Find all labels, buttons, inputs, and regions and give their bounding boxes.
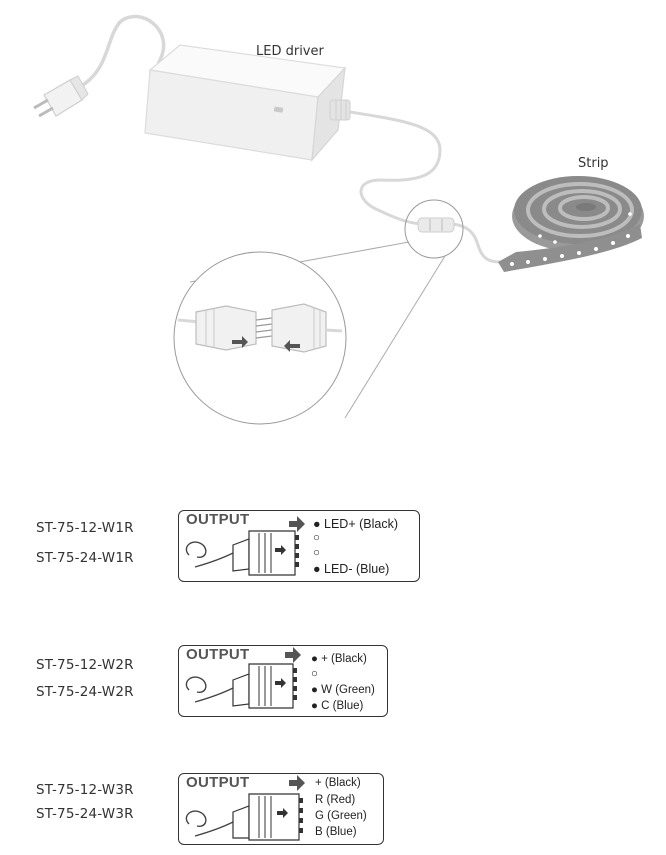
zoom-line-2 — [344, 255, 446, 419]
plug-icon — [33, 75, 89, 118]
zoom-source-circle — [404, 199, 464, 259]
pin-1: ● LED+ (Black) — [313, 517, 399, 531]
small-connector — [417, 217, 455, 233]
model-w3r-24: ST-75-24-W3R — [36, 806, 134, 822]
driver-label: LED driver — [256, 44, 324, 59]
pin-3: ○ — [313, 547, 320, 559]
led-strip-coil — [498, 176, 644, 272]
output-connector-icon — [185, 647, 301, 709]
pin-1: + (Black) — [315, 777, 361, 789]
pin-2: R (Red) — [315, 794, 356, 806]
pin-2: ○ — [313, 532, 320, 544]
model-w1r-24: ST-75-24-W1R — [36, 550, 134, 566]
model-w2r-12: ST-75-12-W2R — [36, 657, 134, 673]
zoomed-connector-right — [271, 303, 343, 353]
zoomed-connector-left — [177, 305, 257, 351]
pin-3: G (Green) — [315, 810, 367, 822]
output-connector-icon — [185, 775, 305, 841]
output-title: OUTPUT — [186, 774, 250, 791]
zoomed-pins — [255, 317, 273, 339]
strip-label: Strip — [578, 156, 609, 171]
model-w3r-12: ST-75-12-W3R — [36, 782, 134, 798]
model-w2r-24: ST-75-24-W2R — [36, 684, 134, 700]
output-box-w2r: OUTPUT ● + (Black) ○ ● W (Green) ● C (Bl… — [178, 645, 388, 717]
pin-4: ● LED- (Blue) — [313, 562, 390, 576]
pin-1: ● + (Black) — [311, 653, 367, 665]
led-driver — [144, 44, 351, 162]
output-title: OUTPUT — [186, 511, 250, 528]
output-title: OUTPUT — [186, 646, 250, 663]
wiring-illustration — [33, 14, 644, 425]
output-box-w3r: OUTPUT + (Black) R (Red) G (Green) B (Bl… — [178, 773, 384, 845]
pin-4: B (Blue) — [315, 826, 357, 838]
output-connector-icon — [185, 516, 305, 576]
dc-cable — [349, 110, 442, 226]
pin-2: ○ — [311, 668, 318, 680]
pin-4: ● C (Blue) — [311, 700, 364, 712]
strip-cable — [451, 222, 501, 264]
output-box-w1r: OUTPUT ● LED+ (Black) ○ ○ ● LED- (Blue) — [178, 510, 420, 582]
model-w1r-12: ST-75-12-W1R — [36, 520, 134, 536]
pin-3: ● W (Green) — [311, 684, 375, 696]
